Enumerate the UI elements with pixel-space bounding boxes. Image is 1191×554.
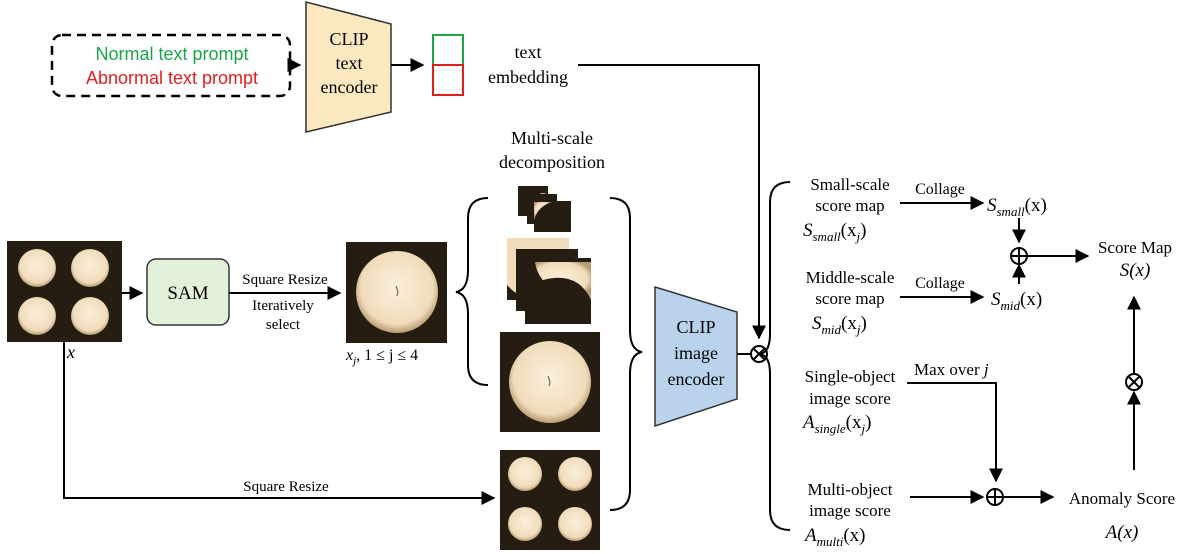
s-mid-symbol: Smid(x)	[991, 289, 1042, 313]
crops-label: xj, 1 ≤ j ≤ 4	[345, 347, 418, 367]
abnormal-embedding-square	[432, 64, 464, 96]
single-object-line2: image score	[809, 389, 891, 408]
image-encoder-line3: encoder	[668, 369, 725, 389]
small-scale-line1: Small-scale	[810, 175, 889, 194]
text-embedding-line2: embedding	[488, 67, 568, 87]
arrow-input-to-resize	[63, 342, 496, 505]
score-map-label: Score Map	[1098, 238, 1172, 257]
score-map-symbol: S(x)	[1120, 260, 1151, 281]
single-object-output: Single-object image score Asingle(xj)	[801, 367, 896, 436]
image-encoder-line2: image	[674, 343, 718, 363]
small-scale-output: Small-scale score map Ssmall(xj)	[803, 175, 890, 244]
collage-mid-label: Collage	[915, 275, 965, 292]
image-encoder-line1: CLIP	[676, 317, 715, 337]
s-small-symbol: Ssmall(x)	[987, 195, 1047, 219]
square-resize-label-1: Square Resize	[242, 272, 328, 288]
mid-scale-symbol: Smid(xj)	[812, 313, 867, 337]
left-brace	[455, 197, 489, 386]
sam-box: SAM	[146, 258, 230, 326]
large-scale-patch	[500, 332, 600, 432]
input-image	[7, 241, 122, 342]
single-object-line1: Single-object	[805, 367, 896, 386]
select-label: select	[266, 317, 301, 333]
output-brace	[757, 181, 791, 531]
anomaly-score-label: Anomaly Score	[1069, 489, 1175, 508]
crop-image	[346, 242, 447, 343]
normal-embedding-square	[432, 34, 464, 66]
text-encoder-line2: text	[336, 53, 363, 73]
clip-image-encoder: CLIP image encoder	[654, 285, 738, 428]
sum-symbol-scores	[986, 488, 1004, 506]
arrow-embedding-to-product	[578, 64, 766, 340]
sum-symbol-maps	[1010, 247, 1028, 265]
text-encoder-line1: CLIP	[329, 29, 368, 49]
multiscale-line2: decomposition	[499, 152, 605, 172]
multi-object-line1: Multi-object	[808, 480, 893, 499]
multi-object-output: Multi-object image score Amulti(x)	[803, 480, 893, 549]
text-prompt-box: Normal text prompt Abnormal text prompt	[50, 33, 292, 98]
arrow-max-to-sum	[907, 382, 1003, 483]
right-brace	[609, 197, 643, 511]
resized-full-image	[500, 450, 600, 550]
single-object-symbol: Asingle(xj)	[801, 412, 871, 436]
sam-label: SAM	[167, 283, 208, 304]
normal-prompt-label: Normal text prompt	[95, 44, 248, 64]
input-label: x	[66, 342, 75, 362]
text-encoder-line3: encoder	[321, 77, 378, 97]
product-symbol-final	[1125, 373, 1143, 391]
mid-scale-output: Middle-scale score map Smid(xj)	[806, 268, 895, 337]
small-scale-patches	[518, 186, 571, 232]
multi-object-line2: image score	[809, 501, 891, 520]
multiscale-line1: Multi-scale	[511, 128, 593, 148]
mid-scale-patches	[507, 238, 591, 324]
text-embedding-line1: text	[515, 42, 542, 62]
collage-small-label: Collage	[915, 181, 965, 198]
mid-scale-line2: score map	[815, 289, 884, 308]
anomaly-score-symbol: A(x)	[1104, 522, 1139, 543]
max-over-label: Max over j	[914, 360, 989, 379]
iteratively-label: Iteratively	[252, 298, 314, 314]
square-resize-label-2: Square Resize	[243, 479, 329, 495]
clip-text-encoder: CLIP text encoder	[305, 1, 392, 133]
multi-object-symbol: Amulti(x)	[803, 525, 866, 549]
abnormal-prompt-label: Abnormal text prompt	[86, 68, 258, 88]
small-scale-symbol: Ssmall(xj)	[803, 220, 866, 244]
mid-scale-line1: Middle-scale	[806, 268, 895, 287]
small-scale-line2: score map	[815, 196, 884, 215]
